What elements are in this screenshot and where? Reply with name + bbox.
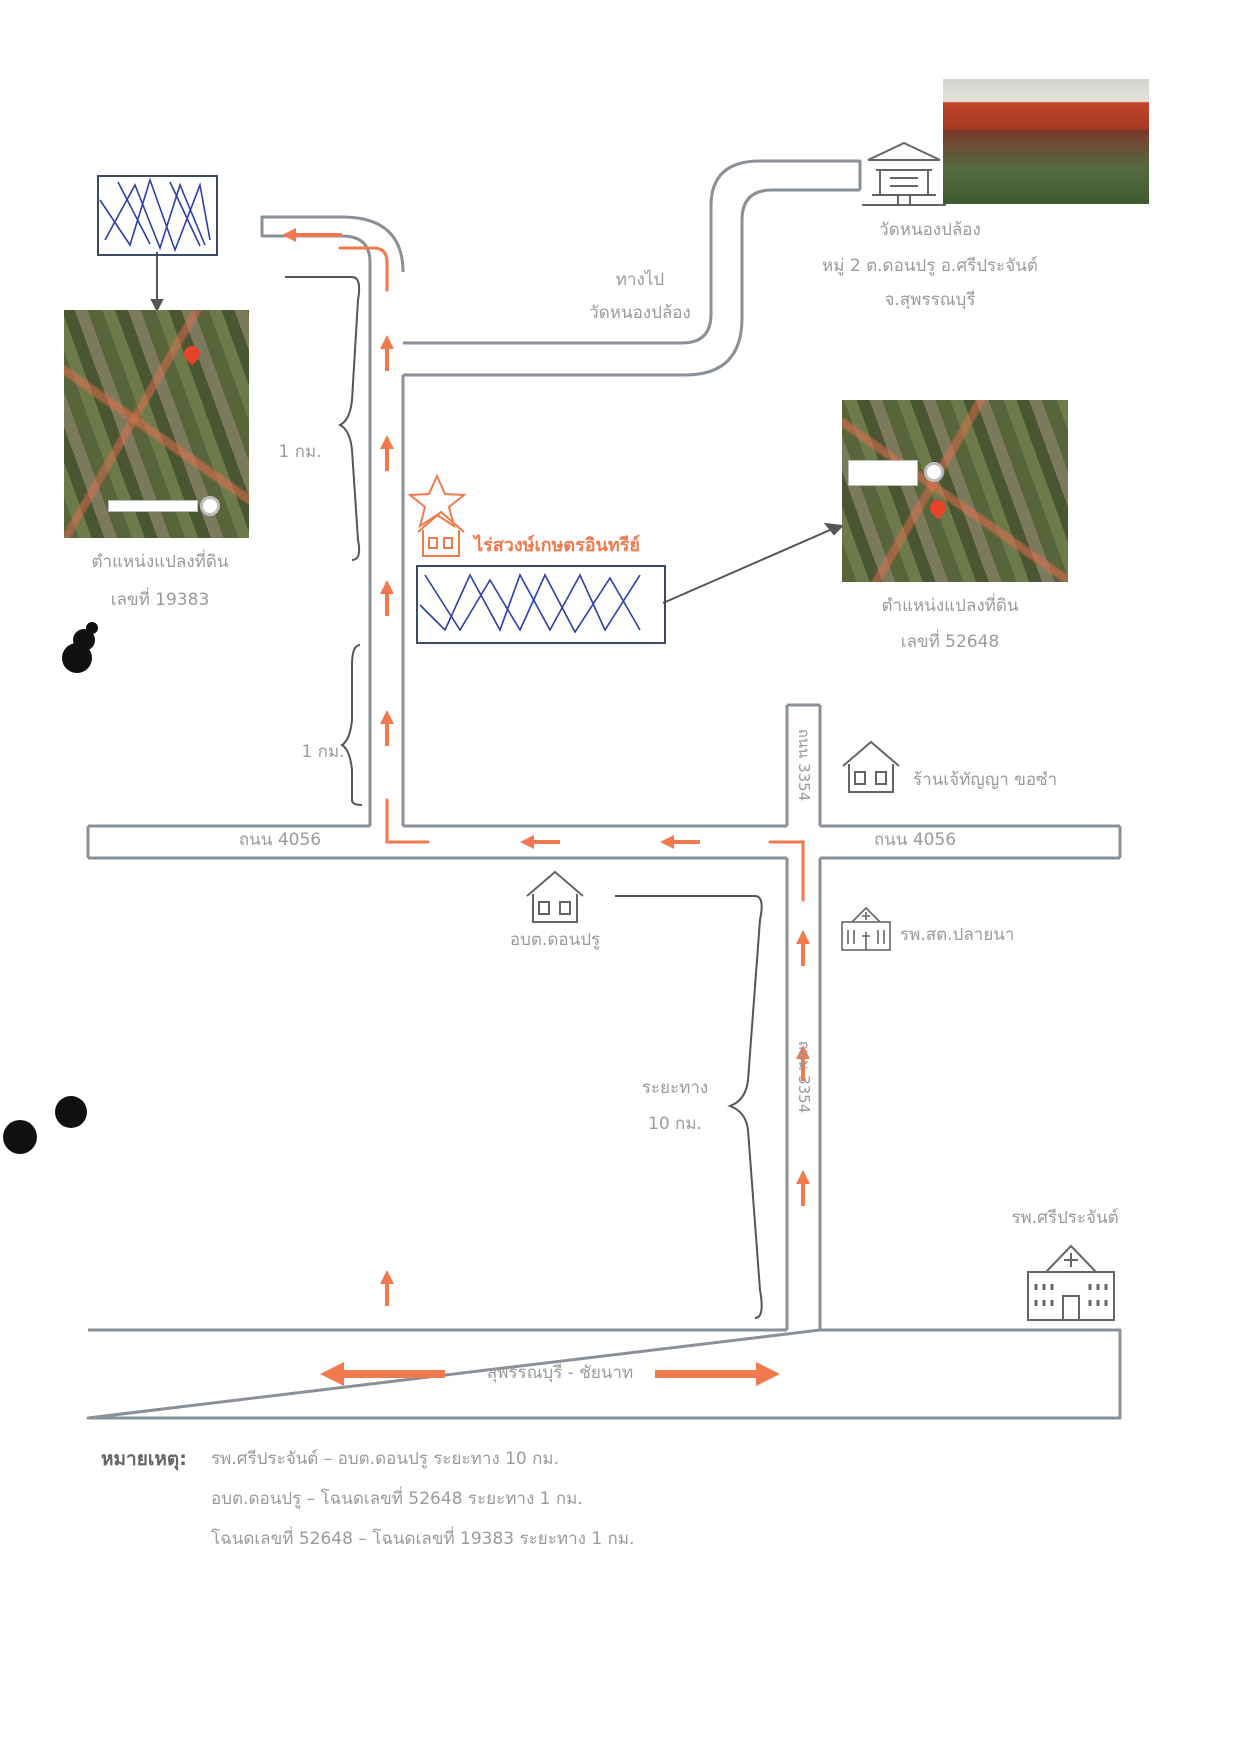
redaction-scribble: [419, 573, 641, 634]
location-pin-icon: [180, 342, 204, 366]
hospital-icon: [841, 906, 891, 951]
distance-brace-lower: [340, 644, 363, 806]
arrow-up: [796, 1045, 810, 1081]
satellite-photo-plot-19383: [64, 310, 249, 538]
notes-line-2: อบต.ดอนปรู – โฉนดเลขที่ 52648 ระยะทาง 1 …: [211, 1489, 583, 1509]
distance-brace-long: [615, 895, 763, 1319]
star-icon: [407, 473, 467, 529]
location-pin-icon: [926, 496, 950, 520]
arrow-up: [796, 930, 810, 966]
highway-label: สุพรรณบุรี - ชัยนาท: [486, 1363, 634, 1383]
temple-photo: [943, 79, 1149, 204]
hospital-big-label: รพ.ศรีประจันต์: [1011, 1208, 1119, 1228]
distance-upper: 1 กม.: [278, 442, 322, 462]
connector-arrowhead: [150, 299, 164, 313]
route-turn-junction: [768, 840, 805, 902]
route-turn-bottom: [385, 798, 430, 844]
target-icon: [924, 462, 944, 482]
notes-label: หมายเหตุ:: [101, 1448, 187, 1470]
plot-19383-label-line1: ตำแหน่งแปลงที่ดิน: [91, 552, 229, 572]
road-4056-label-left: ถนน 4056: [238, 830, 322, 850]
ink-blot: [3, 622, 98, 1154]
temple-name: วัดหนองปล้อง: [879, 220, 981, 240]
plot-52648-label-line2: เลขที่ 52648: [900, 632, 1000, 652]
temple-address-line1: หมู่ 2 ต.ดอนปรู อ.ศรีประจันต์: [822, 256, 1038, 276]
route-turn-top: [338, 246, 389, 292]
highway-arrow-left: [320, 1362, 445, 1386]
redacted-box-farm: [416, 565, 666, 644]
direction-label-line1: ทางไป: [615, 270, 665, 290]
road-3354-label-lower: ถนน 3354: [795, 1040, 813, 1114]
distance-lower: 1 กม.: [301, 742, 345, 762]
redacted-box-plot-19383: [97, 175, 218, 256]
arrow-up: [380, 710, 394, 746]
road-4056-label-right: ถนน 4056: [873, 830, 957, 850]
plot-19383-label-line2: เลขที่ 19383: [110, 590, 210, 610]
notes-line-1: รพ.ศรีประจันต์ – อบต.ดอนปรู ระยะทาง 10 ก…: [211, 1449, 560, 1469]
arrow-up: [380, 335, 394, 371]
temple-icon: [862, 141, 946, 206]
satellite-label: [848, 460, 918, 486]
connector-plot-52648: [662, 529, 831, 604]
connector-arrowhead: [823, 522, 845, 536]
distance-long-line1: ระยะทาง: [641, 1078, 709, 1098]
office-label: อบต.ดอนปรู: [509, 930, 601, 950]
arrow-left: [520, 835, 560, 849]
highway-arrow-right: [655, 1362, 780, 1386]
notes-line-3: โฉนดเลขที่ 52648 – โฉนดเลขที่ 19383 ระยะ…: [211, 1529, 635, 1549]
arrow-up: [796, 1170, 810, 1206]
satellite-photo-plot-52648: [842, 400, 1068, 582]
plot-52648-label-line1: ตำแหน่งแปลงที่ดิน: [881, 596, 1019, 616]
temple-address-line2: จ.สุพรรณบุรี: [884, 290, 976, 310]
satellite-label: [108, 500, 198, 512]
redaction-scribble: [99, 177, 211, 253]
hospital-small-label: รพ.สต.ปลายนา: [900, 925, 1015, 945]
temple-road-top-edge: [403, 159, 862, 345]
highway-outline: [86, 1328, 1122, 1420]
farm-name: ไร่สวงษ์เกษตรอินทรีย์: [474, 535, 640, 556]
house-icon: [417, 510, 465, 557]
target-icon: [200, 496, 220, 516]
road-3354-label-upper: ถนน 3354: [795, 728, 813, 802]
shop-label: ร้านเจ้ทัญญา ขอซำ: [913, 770, 1058, 790]
hospital-building-icon: [1027, 1244, 1115, 1321]
direction-label-line2: วัดหนองปล้อง: [589, 303, 691, 323]
arrow-left: [282, 228, 342, 242]
arrow-up: [380, 435, 394, 471]
distance-long-line2: 10 กม.: [648, 1114, 702, 1134]
distance-brace-upper: [285, 276, 361, 561]
arrow-up: [380, 580, 394, 616]
arrow-up: [380, 1270, 394, 1306]
shop-icon: [842, 740, 900, 793]
arrow-left: [660, 835, 700, 849]
office-icon: [526, 870, 584, 923]
farm-road-left-edge: [260, 215, 405, 826]
temple-road-bottom-edge: [403, 188, 860, 377]
